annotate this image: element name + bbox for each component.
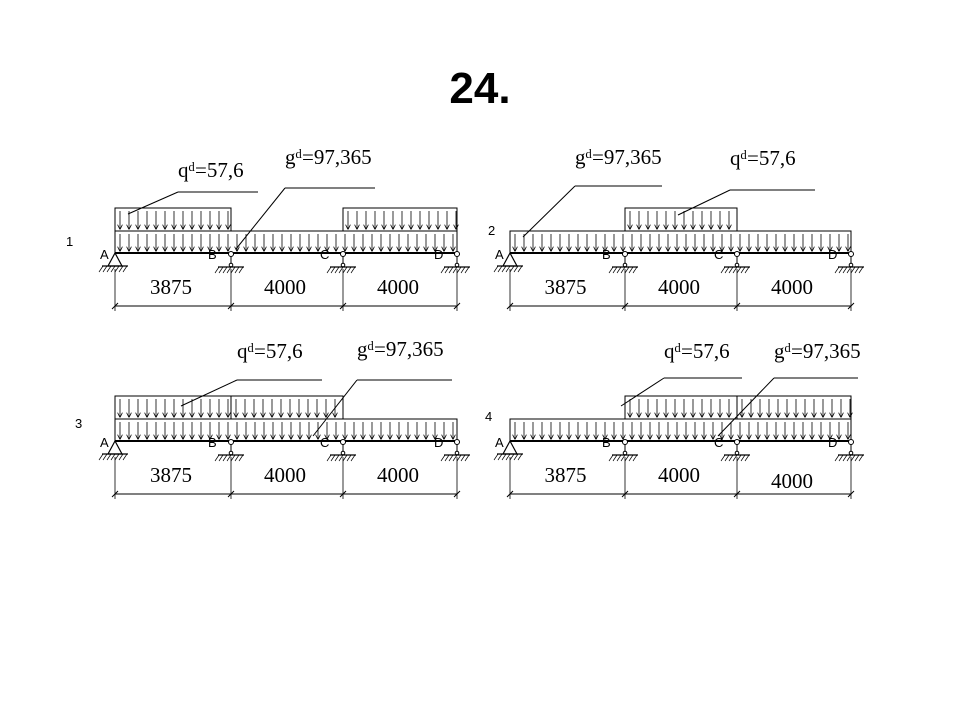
slide-title: 24. <box>449 64 511 113</box>
variable-load-block <box>624 207 738 232</box>
support-b: B <box>208 435 244 462</box>
permanent-load-value: gᵈ=97,365 <box>774 339 861 363</box>
diagram-number: 2 <box>488 223 495 238</box>
support-c: C <box>320 247 356 274</box>
variable-load-block <box>114 395 232 420</box>
span-length-1: 3875 <box>150 275 192 299</box>
span-length-1: 3875 <box>545 463 587 487</box>
permanent-load-value: gᵈ=97,365 <box>575 145 662 169</box>
support-label: C <box>320 435 329 450</box>
dimension-line: 3875 4000 4000 <box>506 457 855 499</box>
span-length-2: 4000 <box>264 463 306 487</box>
variable-load-label: qᵈ=57,6 <box>180 339 322 407</box>
beam-diagram-4: 4A B C D 3875 4000 4000 qᵈ=57,6 gᵈ=97,365 <box>485 339 864 499</box>
variable-load-label: qᵈ=57,6 <box>127 158 258 215</box>
permanent-load-label: gᵈ=97,365 <box>717 339 861 437</box>
dimension-line: 3875 4000 4000 <box>506 269 855 311</box>
span-length-2: 4000 <box>658 275 700 299</box>
diagram-number: 4 <box>485 409 492 424</box>
beam-diagram-1: 1A B C D 3875 4000 4000 qᵈ=57,6 gᵈ=97,365 <box>66 145 470 311</box>
support-label: C <box>320 247 329 262</box>
permanent-load-block <box>114 230 458 254</box>
variable-load-value: qᵈ=57,6 <box>730 146 796 170</box>
dimension-line: 3875 4000 4000 <box>111 457 461 499</box>
support-a: A <box>98 247 128 273</box>
permanent-load-block <box>509 230 852 254</box>
variable-load-block <box>736 395 851 420</box>
support-d: D <box>434 435 470 462</box>
variable-load-block <box>624 395 738 420</box>
support-label: B <box>602 435 611 450</box>
variable-load-value: qᵈ=57,6 <box>664 339 730 363</box>
permanent-load-label: gᵈ=97,365 <box>312 337 452 437</box>
span-length-3: 4000 <box>377 275 419 299</box>
beam-diagram-3: 3A B C D 3875 4000 4000 qᵈ=57,6 gᵈ=97,365 <box>75 337 470 499</box>
support-d: D <box>828 247 864 274</box>
span-length-1: 3875 <box>150 463 192 487</box>
support-d: D <box>434 247 470 274</box>
permanent-load-value: gᵈ=97,365 <box>357 337 444 361</box>
permanent-load-label: gᵈ=97,365 <box>522 145 662 238</box>
variable-load-label: qᵈ=57,6 <box>620 339 742 407</box>
support-b: B <box>602 435 638 462</box>
support-d: D <box>828 435 864 462</box>
support-label: C <box>714 435 723 450</box>
span-length-2: 4000 <box>658 463 700 487</box>
support-label: B <box>208 435 217 450</box>
support-label: A <box>495 435 504 450</box>
support-a: A <box>493 435 523 461</box>
support-label: D <box>434 435 443 450</box>
support-label: B <box>602 247 611 262</box>
permanent-load-block <box>509 418 852 442</box>
variable-load-block <box>230 395 344 420</box>
span-length-2: 4000 <box>264 275 306 299</box>
variable-load-block <box>114 207 232 232</box>
support-b: B <box>602 247 638 274</box>
support-label: A <box>100 247 109 262</box>
support-label: A <box>495 247 504 262</box>
support-label: B <box>208 247 217 262</box>
support-label: D <box>828 247 837 262</box>
permanent-load-label: gᵈ=97,365 <box>235 145 375 250</box>
support-label: A <box>100 435 109 450</box>
permanent-load-value: gᵈ=97,365 <box>285 145 372 169</box>
support-c: C <box>714 247 750 274</box>
support-c: C <box>320 435 356 462</box>
diagram-number: 1 <box>66 234 73 249</box>
span-length-1: 3875 <box>545 275 587 299</box>
beam-diagram-2: 2A B C D 3875 4000 4000 qᵈ=57,6 gᵈ=97,365 <box>488 145 864 311</box>
variable-load-value: qᵈ=57,6 <box>237 339 303 363</box>
support-label: D <box>434 247 443 262</box>
support-label: C <box>714 247 723 262</box>
span-length-3: 4000 <box>771 469 813 493</box>
span-length-3: 4000 <box>771 275 813 299</box>
support-b: B <box>208 247 244 274</box>
support-label: D <box>828 435 837 450</box>
diagram-number: 3 <box>75 416 82 431</box>
variable-load-block <box>342 207 457 232</box>
variable-load-label: qᵈ=57,6 <box>677 146 815 216</box>
permanent-load-block <box>114 418 458 442</box>
support-a: A <box>98 435 128 461</box>
variable-load-value: qᵈ=57,6 <box>178 158 244 182</box>
dimension-line: 3875 4000 4000 <box>111 269 461 311</box>
span-length-3: 4000 <box>377 463 419 487</box>
support-a: A <box>493 247 523 273</box>
support-c: C <box>714 435 750 462</box>
